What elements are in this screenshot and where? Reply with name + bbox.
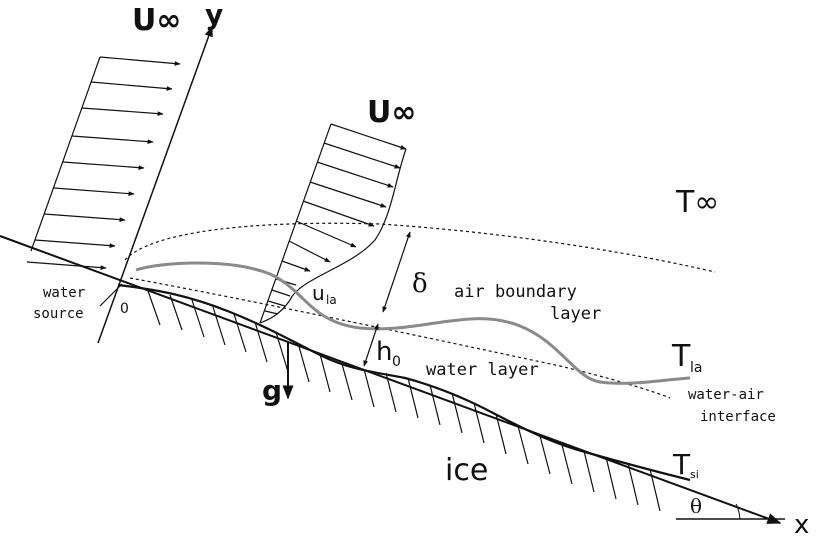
water-air-label: water-air bbox=[688, 387, 764, 403]
delta-label: δ bbox=[412, 269, 428, 299]
u-infinity-left-label: U∞ bbox=[132, 3, 181, 38]
interface-temperature-curve bbox=[135, 261, 691, 385]
water-source-arrow bbox=[99, 283, 123, 307]
t-la-label: T bbox=[671, 339, 691, 374]
h0-label: h bbox=[376, 337, 392, 367]
u-la-label: u bbox=[312, 281, 325, 305]
theta-label: θ bbox=[690, 494, 702, 518]
origin-label: 0 bbox=[120, 301, 129, 317]
y-axis-label: y bbox=[205, 0, 223, 31]
boundary-layer-edge bbox=[124, 222, 716, 273]
t-infinity-label: T∞ bbox=[675, 185, 719, 220]
x-axis-line bbox=[0, 235, 782, 524]
g-label: g bbox=[262, 374, 282, 407]
delta-arrow bbox=[382, 231, 411, 313]
ice-label: ice bbox=[445, 453, 488, 488]
t-si-subscript: si bbox=[690, 468, 699, 481]
t-la-subscript: la bbox=[690, 360, 702, 376]
u-infinity-mid-label: U∞ bbox=[367, 95, 416, 130]
interface-label: interface bbox=[700, 409, 776, 425]
t-si-label: T bbox=[672, 448, 691, 481]
y-axis-line bbox=[97, 26, 213, 344]
h0-arrow bbox=[363, 323, 379, 367]
h0-subscript: 0 bbox=[392, 354, 401, 370]
x-axis-label: x bbox=[794, 510, 809, 539]
u-la-subscript: la bbox=[326, 293, 337, 307]
water-layer-label: water layer bbox=[426, 360, 539, 380]
water-air-interface-dotted bbox=[129, 277, 671, 399]
water-source-label-2: source bbox=[33, 306, 84, 322]
air-boundary-label: air boundary bbox=[454, 282, 577, 302]
ice-hatching bbox=[147, 290, 661, 512]
uniform-velocity-profile bbox=[26, 56, 181, 270]
layer-label: layer bbox=[550, 304, 601, 324]
theta-arc bbox=[735, 503, 741, 520]
ice-surface bbox=[117, 283, 691, 482]
water-source-label-1: water bbox=[43, 285, 85, 301]
